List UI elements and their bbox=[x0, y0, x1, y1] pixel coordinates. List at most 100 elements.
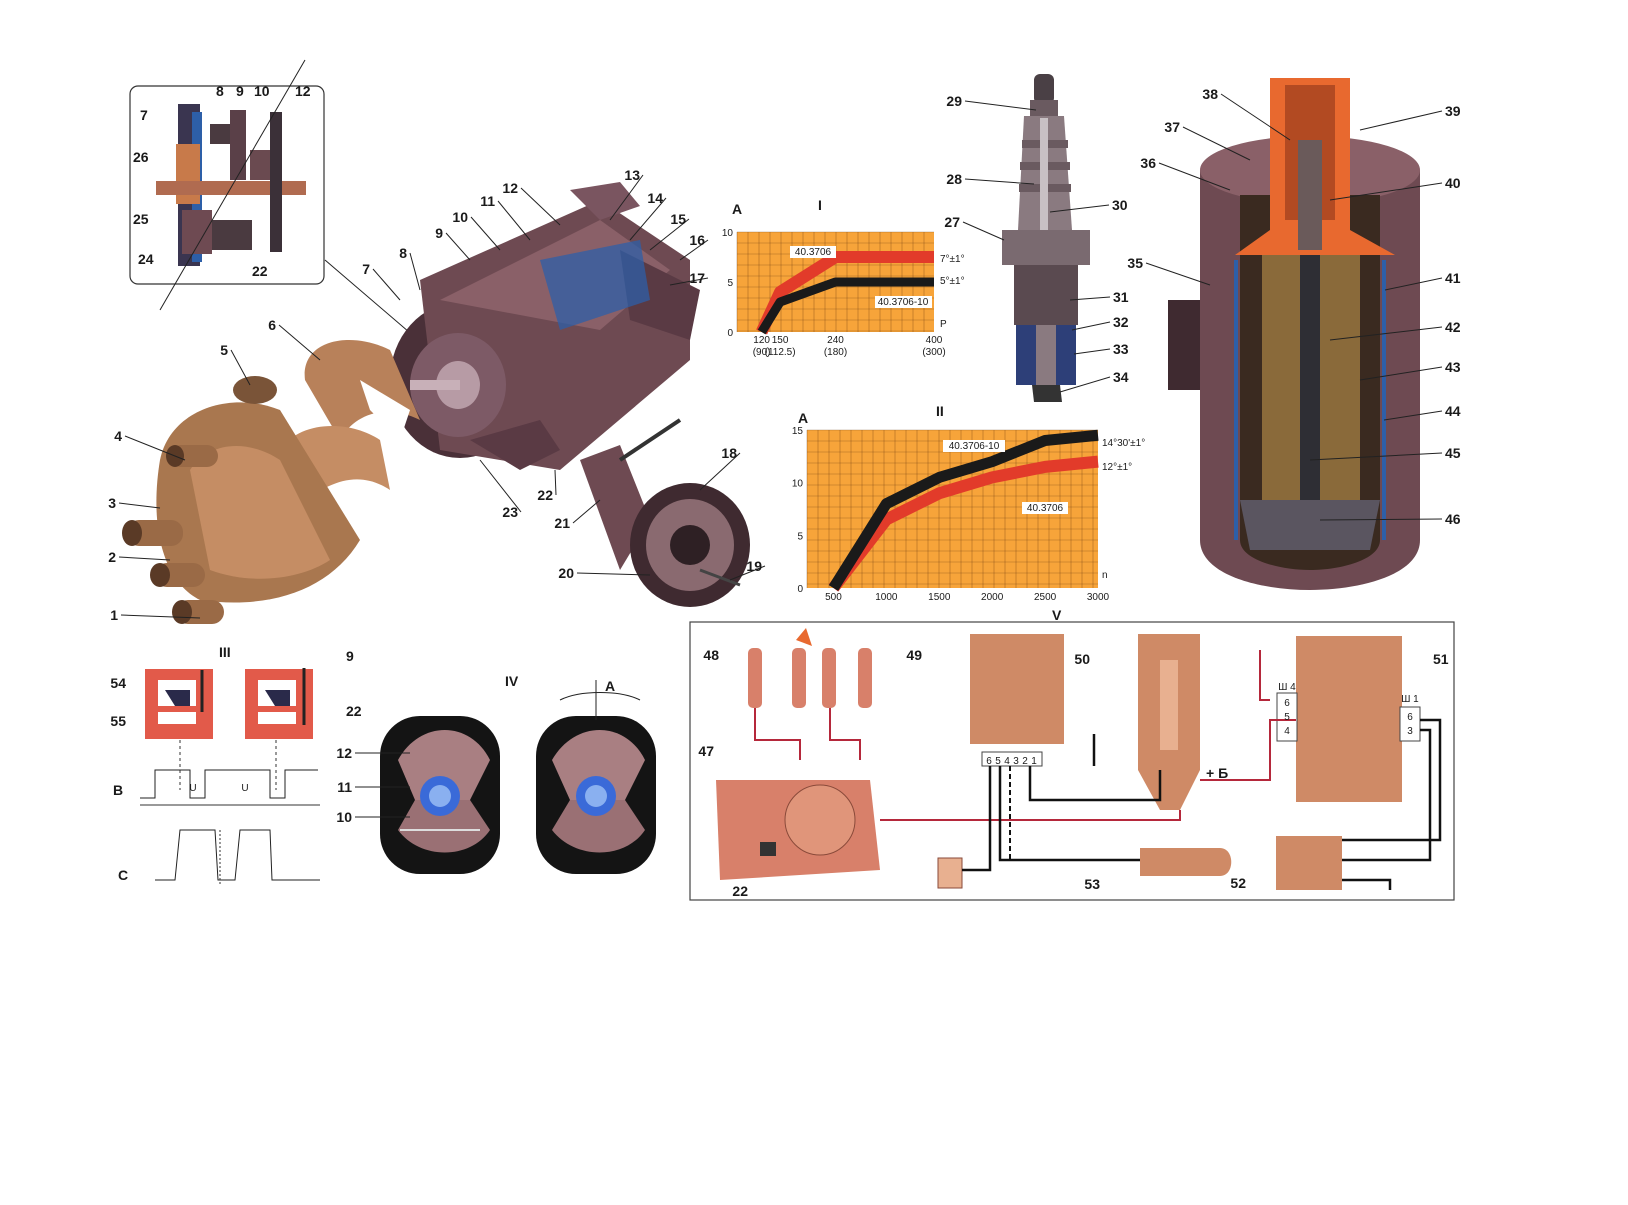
fig3-callout-55: 55 bbox=[110, 713, 126, 729]
spark-plug bbox=[1002, 74, 1090, 402]
x-tick-label: 2000 bbox=[981, 592, 1004, 603]
connector-pin-49: 3 bbox=[1013, 756, 1019, 767]
switch-pin-left: 5 bbox=[1284, 712, 1290, 723]
callout-4: 4 bbox=[114, 428, 122, 444]
callout-23: 23 bbox=[502, 504, 518, 520]
leader-line bbox=[1069, 296, 1111, 301]
leader-line bbox=[118, 556, 171, 561]
inset-callout-9: 9 bbox=[236, 83, 244, 99]
leader-line bbox=[669, 277, 709, 286]
switch-pin-right: 3 bbox=[1407, 726, 1413, 737]
switch-pin-right: 6 bbox=[1407, 712, 1413, 723]
leader-line bbox=[1329, 182, 1443, 201]
x-tick-label-secondary: (90) bbox=[753, 347, 771, 358]
fig3-callout-54: 54 bbox=[110, 675, 126, 691]
callout-5: 5 bbox=[220, 342, 228, 358]
leader-line bbox=[1071, 321, 1111, 331]
y-tick-label: 0 bbox=[797, 584, 803, 595]
switch-terminal-sh1: Ш 1 bbox=[1401, 694, 1419, 705]
callout-46: 46 bbox=[1445, 511, 1461, 527]
roman-label-I: I bbox=[818, 197, 822, 213]
inset-callout-22: 22 bbox=[252, 263, 268, 279]
graph1-right-label-top: 7°±1° bbox=[940, 254, 965, 265]
leader-line bbox=[1309, 452, 1443, 461]
callout-42: 42 bbox=[1445, 319, 1461, 335]
graph1-series-label-a: 40.3706 bbox=[795, 247, 832, 258]
graph1-series-label-b: 40.3706-10 bbox=[878, 297, 929, 308]
callout-20: 20 bbox=[558, 565, 574, 581]
leader-line bbox=[1059, 376, 1111, 393]
leader-line bbox=[1359, 110, 1443, 131]
inset-callout-10: 10 bbox=[254, 83, 270, 99]
rotor-shield bbox=[280, 340, 420, 505]
callout-44: 44 bbox=[1445, 403, 1461, 419]
leader-line bbox=[964, 178, 1035, 185]
leader-line bbox=[118, 502, 161, 509]
series-40.3706-10 bbox=[757, 277, 934, 335]
callout-7: 7 bbox=[362, 261, 370, 277]
leader-line bbox=[479, 459, 522, 513]
inset-callout-26: 26 bbox=[133, 149, 149, 165]
circuit-callout-48: 48 bbox=[703, 647, 719, 663]
fig3-callout-9: 9 bbox=[346, 648, 354, 664]
graph2-axis-letter: A bbox=[798, 410, 808, 426]
x-tick-label: 240 bbox=[827, 335, 844, 346]
y-tick-label: 10 bbox=[722, 228, 734, 239]
leader-line bbox=[124, 435, 186, 461]
leader-line bbox=[609, 174, 644, 221]
y-tick-label: 10 bbox=[792, 479, 804, 490]
callout-40: 40 bbox=[1445, 175, 1461, 191]
callout-6: 6 bbox=[268, 317, 276, 333]
circuit-callout-22: 22 bbox=[732, 883, 748, 899]
circuit-plus-b-label: + Б bbox=[1206, 765, 1228, 781]
callout-34: 34 bbox=[1113, 369, 1129, 385]
callout-35: 35 bbox=[1127, 255, 1143, 271]
fig3-voltage-label-1: U bbox=[189, 783, 196, 794]
y-tick-label: 5 bbox=[727, 278, 733, 289]
callout-36: 36 bbox=[1140, 155, 1156, 171]
x-tick-label: 120 bbox=[753, 335, 770, 346]
circuit-callout-49: 49 bbox=[906, 647, 922, 663]
leader-line bbox=[699, 452, 741, 491]
leader-line bbox=[1220, 93, 1291, 141]
callout-30: 30 bbox=[1112, 197, 1128, 213]
circuit-callout-50: 50 bbox=[1074, 651, 1090, 667]
roman-label-IV: IV bbox=[505, 673, 519, 689]
fig3-voltage-label-2: U bbox=[241, 783, 248, 794]
leader-line bbox=[278, 324, 321, 361]
callout-29: 29 bbox=[946, 93, 962, 109]
fig4-callout-11: 11 bbox=[337, 779, 352, 795]
leader-line bbox=[445, 232, 471, 261]
callout-14: 14 bbox=[647, 190, 663, 206]
roman-label-III: III bbox=[219, 644, 231, 660]
callout-38: 38 bbox=[1202, 86, 1218, 102]
leader-line bbox=[649, 218, 690, 251]
leader-line bbox=[372, 268, 401, 301]
graph2-series-label-a: 40.3706 bbox=[1027, 503, 1064, 514]
leader-line bbox=[120, 614, 201, 619]
x-tick-label: 150 bbox=[772, 335, 789, 346]
spark-plugs-48 bbox=[748, 628, 872, 708]
roman-label-V: V bbox=[1052, 607, 1062, 623]
leader-line bbox=[1383, 410, 1443, 421]
connector-pin-49: 4 bbox=[1004, 756, 1010, 767]
roman-label-II: II bbox=[936, 403, 944, 419]
inset-callout-24: 24 bbox=[138, 251, 154, 267]
leader-line bbox=[497, 200, 531, 241]
leader-line bbox=[1145, 262, 1211, 286]
vacuum-advance-unit bbox=[580, 418, 750, 607]
callout-2: 2 bbox=[108, 549, 116, 565]
x-tick-label-secondary: (180) bbox=[824, 347, 847, 358]
callout-19: 19 bbox=[746, 558, 762, 574]
leader-line bbox=[230, 349, 251, 386]
x-tick-label: 500 bbox=[825, 592, 842, 603]
callout-11: 11 bbox=[480, 193, 495, 209]
graph2-right-label-bottom: 12°±1° bbox=[1102, 462, 1132, 473]
ignition-coil bbox=[1168, 78, 1420, 590]
leader-line bbox=[962, 221, 1005, 241]
fig4-letter-A: A bbox=[605, 678, 615, 694]
fig4-centrifugal-regulator bbox=[380, 680, 656, 874]
callout-17: 17 bbox=[689, 270, 705, 286]
